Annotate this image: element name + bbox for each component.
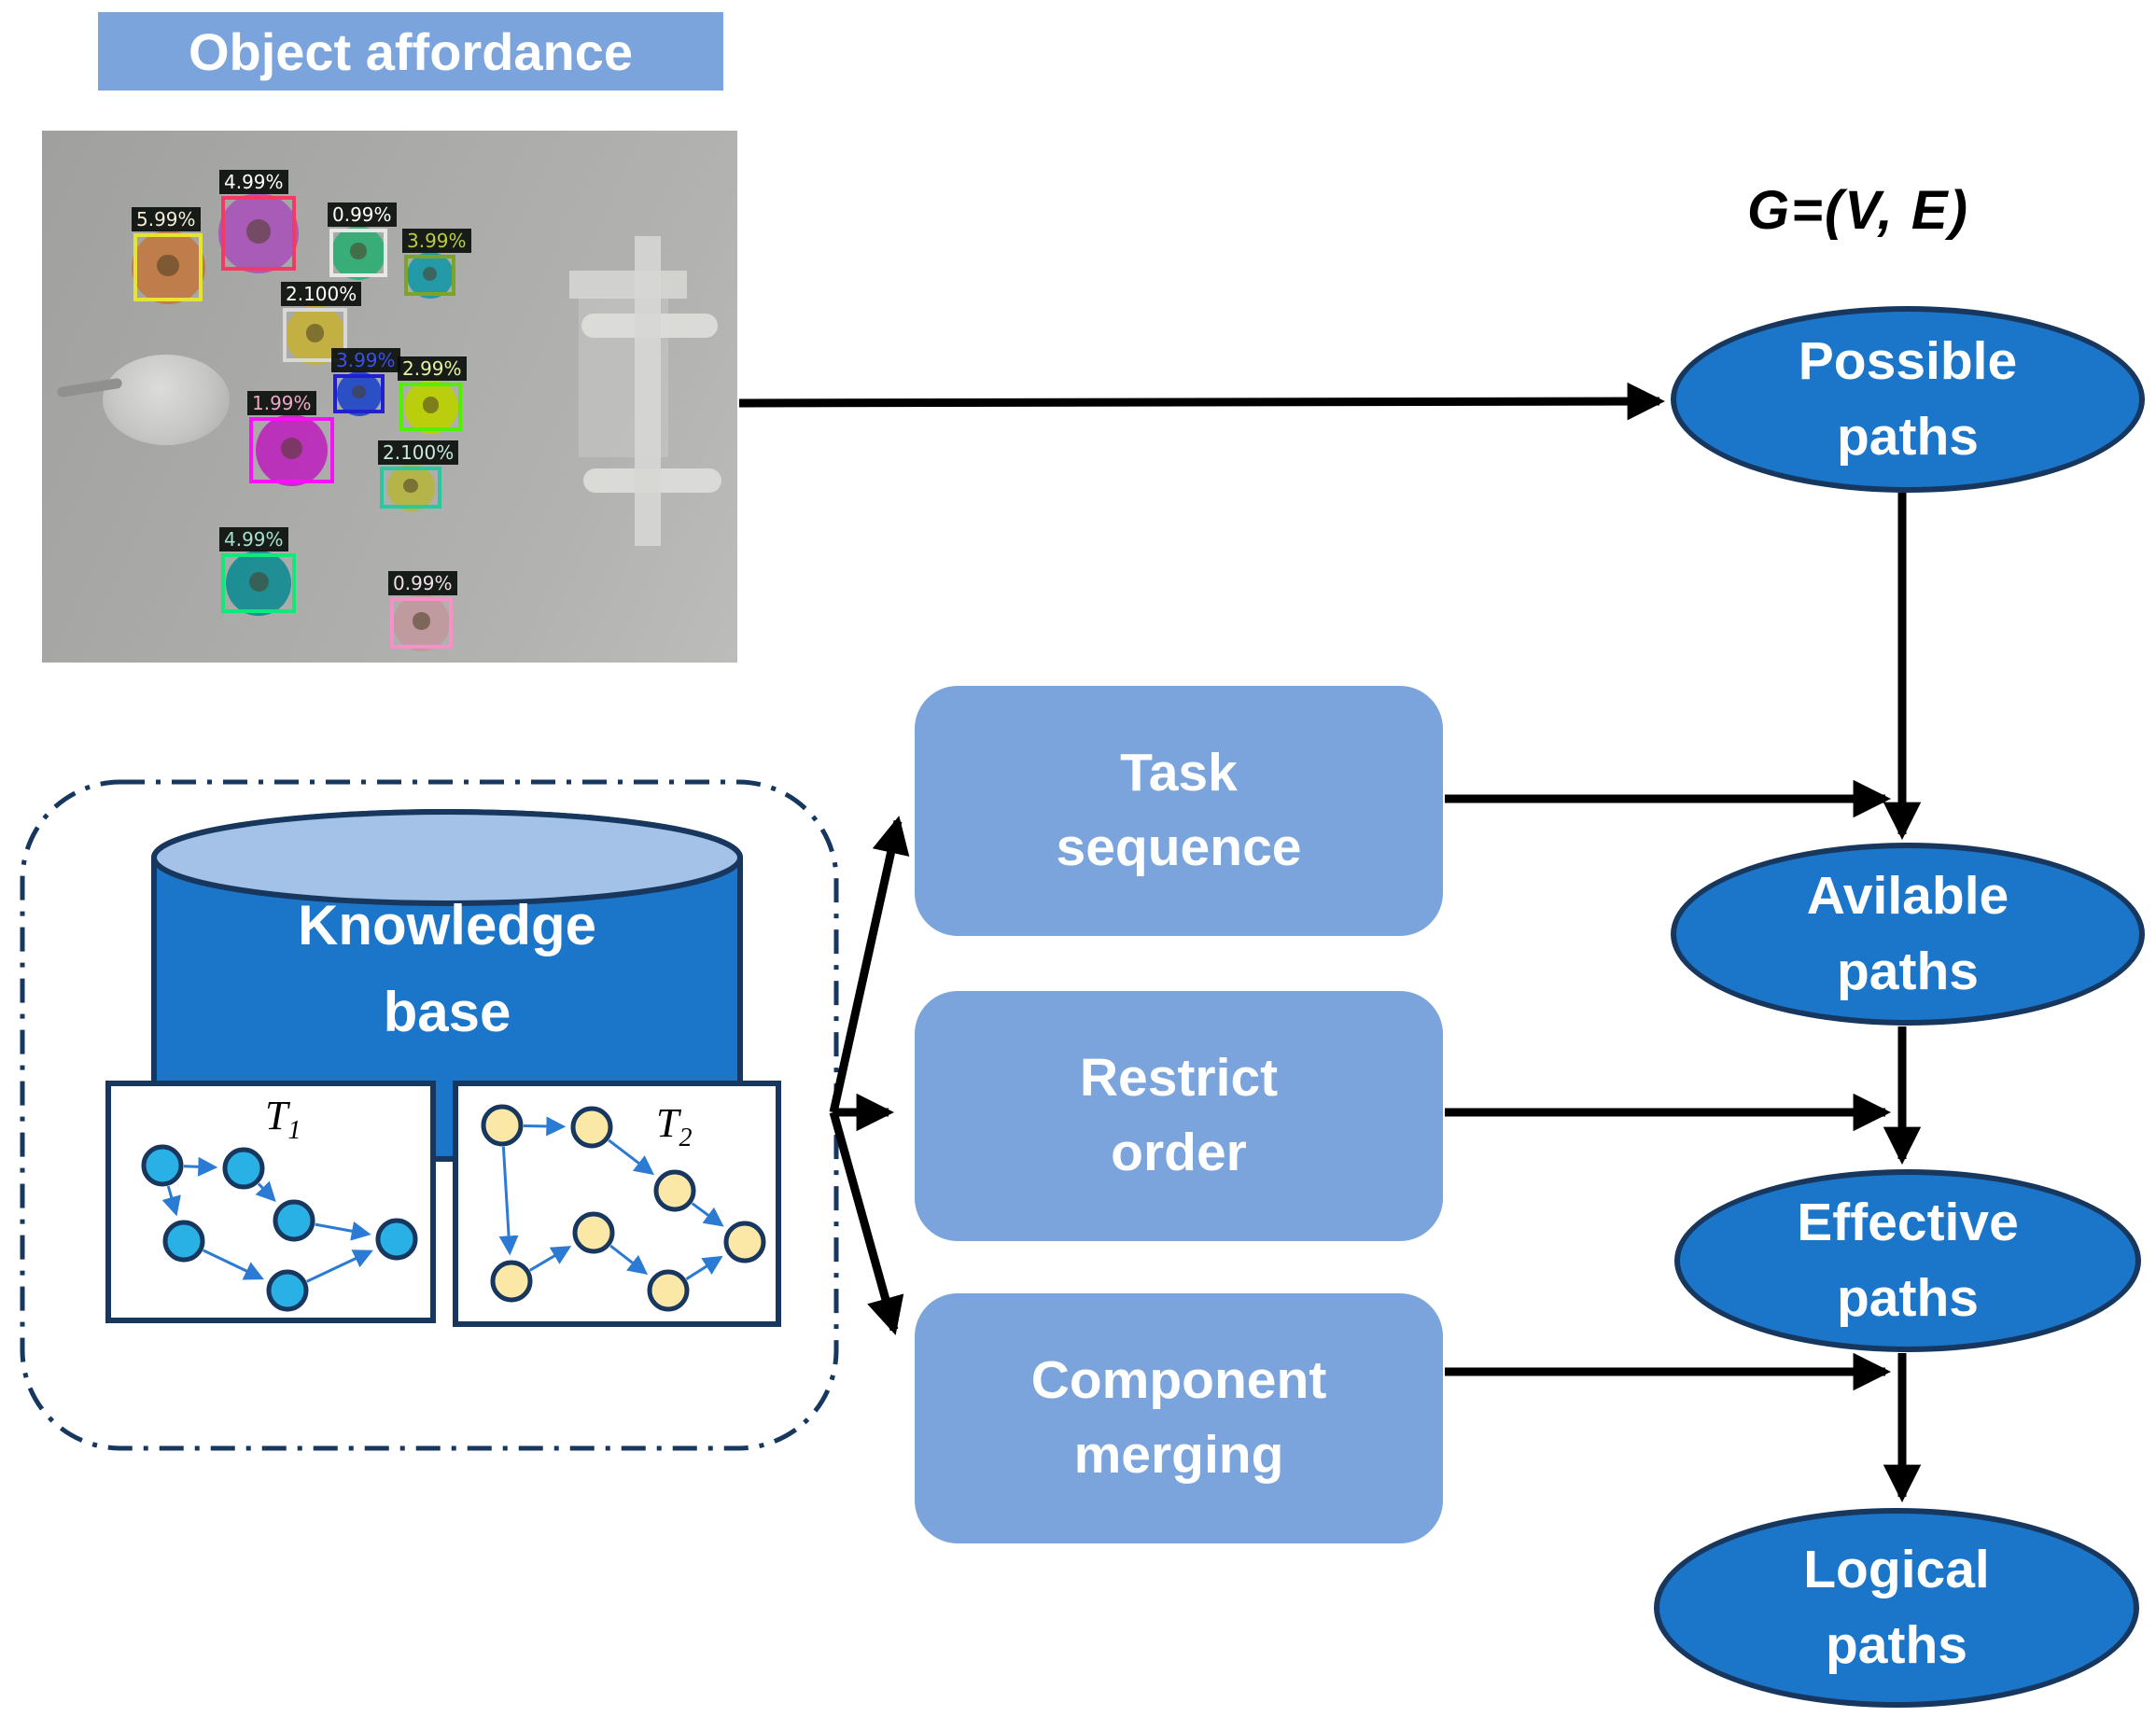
detection-box	[221, 553, 296, 613]
detection-box	[333, 374, 385, 413]
graph-edge	[203, 1249, 265, 1280]
knowledge-base-title: Knowledge base	[297, 894, 596, 1043]
box-component-merging: Component merging	[915, 1293, 1443, 1543]
detection-object-hole	[305, 324, 325, 342]
graph-node	[222, 1147, 265, 1190]
graph-node	[653, 1169, 696, 1212]
graph-edge	[691, 1202, 724, 1227]
object-affordance-label: Object affordance	[98, 12, 723, 91]
detection-object-hole	[350, 243, 367, 259]
detection-object-hole	[352, 384, 366, 399]
graph-edge	[161, 1185, 181, 1217]
detection-object-hole	[280, 437, 303, 460]
graph-node	[273, 1199, 315, 1242]
graph-t2-drawing	[481, 1104, 766, 1312]
detection-label: 3.99%	[331, 348, 400, 372]
detection-box	[380, 467, 441, 509]
detection-box	[329, 229, 387, 277]
detection-box	[399, 383, 462, 431]
arrow-photo-to-possible	[738, 382, 1666, 421]
graph-node	[141, 1144, 184, 1187]
graph-node	[647, 1269, 690, 1312]
graph-t1-box: T1	[105, 1081, 436, 1323]
detection-object-hole	[403, 478, 418, 494]
detection-label: 4.99%	[219, 527, 288, 551]
detection-box	[133, 233, 203, 301]
stage-logical-paths: Logical paths	[1654, 1508, 2139, 1708]
graph-node	[490, 1260, 533, 1303]
detection-label: 5.99%	[132, 207, 201, 231]
graph-node	[723, 1221, 766, 1263]
detection-object-hole	[413, 612, 430, 630]
graph-t2-box: T2	[453, 1081, 781, 1327]
detection-object-hole	[157, 254, 179, 277]
detection-label: 2.100%	[281, 282, 362, 306]
graph-edge	[523, 1116, 567, 1137]
detection-object-hole	[248, 571, 269, 592]
detection-label: 4.99%	[219, 170, 288, 194]
rack-top-bar	[569, 271, 687, 299]
stage-possible-paths: Possible paths	[1671, 306, 2145, 493]
detection-label: 0.99%	[388, 571, 457, 595]
box-task-sequence: Task sequence	[915, 686, 1443, 936]
detection-label: 2.99%	[398, 356, 467, 381]
detection-label: 2.100%	[378, 440, 459, 465]
graph-node	[375, 1218, 418, 1261]
detection-box	[249, 417, 334, 483]
graph-edge	[315, 1221, 371, 1241]
detection-object-hole	[422, 397, 440, 413]
arrow-knowledge-to-component	[829, 1110, 904, 1335]
graph-node	[266, 1269, 309, 1312]
graph-edge	[306, 1249, 373, 1283]
stage-effective-paths: Effective paths	[1674, 1169, 2141, 1352]
graph-edge	[183, 1156, 218, 1177]
arrow-knowledge-to-task	[829, 816, 910, 1113]
graph-node	[570, 1106, 613, 1149]
stage-avilable-paths: Avilable paths	[1671, 843, 2145, 1026]
detection-box	[390, 597, 453, 649]
detection-label: 1.99%	[247, 391, 316, 415]
graph-edge	[685, 1255, 723, 1280]
detection-object-hole	[423, 266, 437, 281]
graph-node	[572, 1211, 615, 1254]
detection-box	[404, 255, 455, 296]
graph-edge	[609, 1244, 649, 1276]
graph-node	[481, 1104, 524, 1147]
affordance-photo: 5.99%4.99%2.100%0.99%3.99%3.99%2.99%1.99…	[42, 131, 737, 663]
detection-label: 0.99%	[328, 202, 397, 227]
detection-label: 3.99%	[402, 229, 471, 253]
detection-box	[283, 308, 347, 362]
detection-box	[221, 196, 296, 271]
graph-t1-label: T1	[265, 1093, 301, 1145]
detection-object-hole	[246, 219, 271, 244]
rack-pole	[635, 236, 661, 546]
graph-edge	[255, 1180, 276, 1203]
dial-object	[103, 355, 230, 445]
graph-t2-label: T2	[656, 1100, 693, 1152]
box-restrict-order: Restrict order	[915, 991, 1443, 1241]
graph-edge	[608, 1138, 654, 1176]
graph-edge	[529, 1246, 572, 1272]
graph-edge	[498, 1146, 519, 1256]
graph-node	[162, 1220, 205, 1263]
graph-definition: G=(V, E)	[1747, 180, 1969, 241]
